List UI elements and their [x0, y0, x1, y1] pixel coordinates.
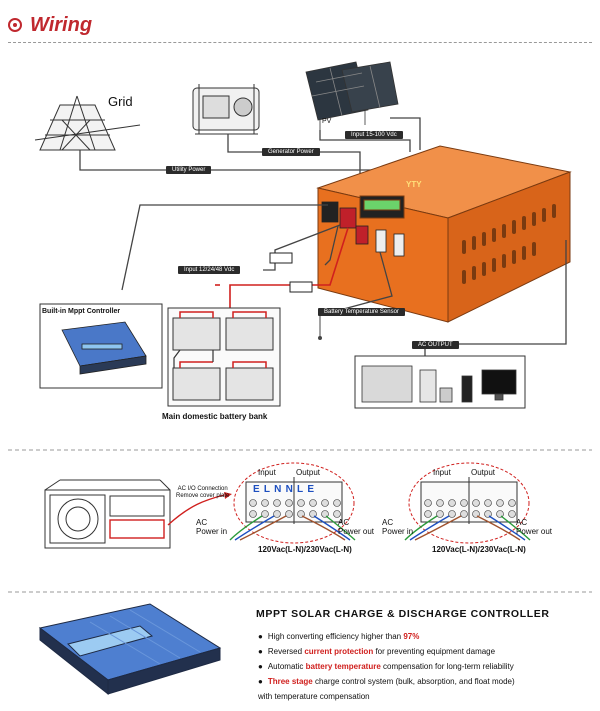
bullet-icon: ● [258, 632, 263, 641]
grid-tower-icon [34, 95, 141, 151]
feature-highlight: 97% [403, 632, 420, 641]
fuse-icon [289, 281, 313, 293]
pv-panel-icon [305, 61, 399, 130]
appliance-icons [361, 365, 517, 403]
left-output-label: Output [296, 468, 321, 477]
utility-power-tag: Utility Power [166, 166, 212, 174]
mppt-feature-list: ● High converting efficiency higher than… [258, 629, 515, 704]
bullet-icon: ● [258, 677, 263, 686]
inverter-brand: YTY [406, 180, 422, 189]
page-title: Wiring [30, 14, 93, 36]
feature-text: Reversed [267, 647, 305, 656]
feature-text: with temperature compensation [258, 692, 370, 701]
feature-item: ● High converting efficiency higher than… [258, 629, 515, 644]
left-input-label: Input [258, 468, 276, 477]
left-ac-out: AC Power out [338, 518, 375, 536]
left-ac-in: AC Power in [196, 518, 228, 536]
ac-output-tag: AC OUTPUT [412, 341, 459, 349]
feature-text: High converting efficiency higher than [267, 632, 404, 641]
input-pv-tag: Input 15-100 Vdc [345, 131, 403, 139]
feature-text: for preventing equipment damage [373, 647, 496, 656]
left-voltage: 120Vac(L-N)/230Vac(L-N) [258, 545, 352, 554]
inverter-vents [462, 204, 556, 284]
title-divider [8, 42, 592, 43]
title-bullet-icon [8, 18, 22, 32]
mppt-title: MPPT SOLAR CHARGE & DISCHARGE CONTROLLER [256, 608, 550, 620]
right-ac-out: AC Power out [516, 518, 553, 536]
inverter-unit [316, 145, 572, 323]
right-input-label: Input [433, 468, 451, 477]
right-ac-in: AC Power in [382, 518, 414, 536]
feature-text: charge control system (bulk, absorption,… [312, 677, 515, 686]
bullet-icon: ● [258, 647, 263, 656]
feature-highlight: current protection [304, 647, 374, 656]
feature-highlight: battery temperature [305, 662, 381, 671]
feature-text: compensation for long-term reliability [380, 662, 514, 671]
bullet-icon: ● [258, 662, 263, 671]
feature-text: Automatic [267, 662, 306, 671]
battery-bank [167, 307, 281, 407]
feature-item: ● Reversed current protection for preven… [258, 644, 515, 659]
generator-power-tag: Generator Power [262, 148, 320, 156]
right-voltage: 120Vac(L-N)/230Vac(L-N) [432, 545, 526, 554]
battery-temp-sensor-tag: Battery Temperature Sensor [318, 308, 405, 316]
feature-item: with temperature compensation [258, 689, 515, 704]
feature-highlight: Three stage [267, 677, 313, 686]
battery-bank-label: Main domestic battery bank [162, 412, 268, 421]
pv-label: PV [322, 118, 332, 125]
inverter-terminals [321, 201, 405, 257]
feature-item: ● Three stage charge control system (bul… [258, 674, 515, 689]
rear-panel [44, 479, 171, 549]
grid-label: Grid [108, 94, 133, 109]
feature-item: ● Automatic battery temperature compensa… [258, 659, 515, 674]
generator-icon [192, 84, 260, 135]
input-battery-tag: Input 12/24/48 Vdc [178, 266, 241, 274]
ac-io-note: AC I/O Connection Remove cover plate [176, 486, 230, 499]
right-output-label: Output [471, 468, 496, 477]
fuse-icon [269, 252, 293, 264]
callout-arrow [167, 494, 225, 526]
built-in-mppt-label: Built-in Mppt Controller [42, 308, 121, 315]
mppt-product-image [38, 603, 222, 696]
left-terminal-letters: ELNNLE [253, 484, 319, 495]
mppt-controller-icon [61, 321, 147, 375]
